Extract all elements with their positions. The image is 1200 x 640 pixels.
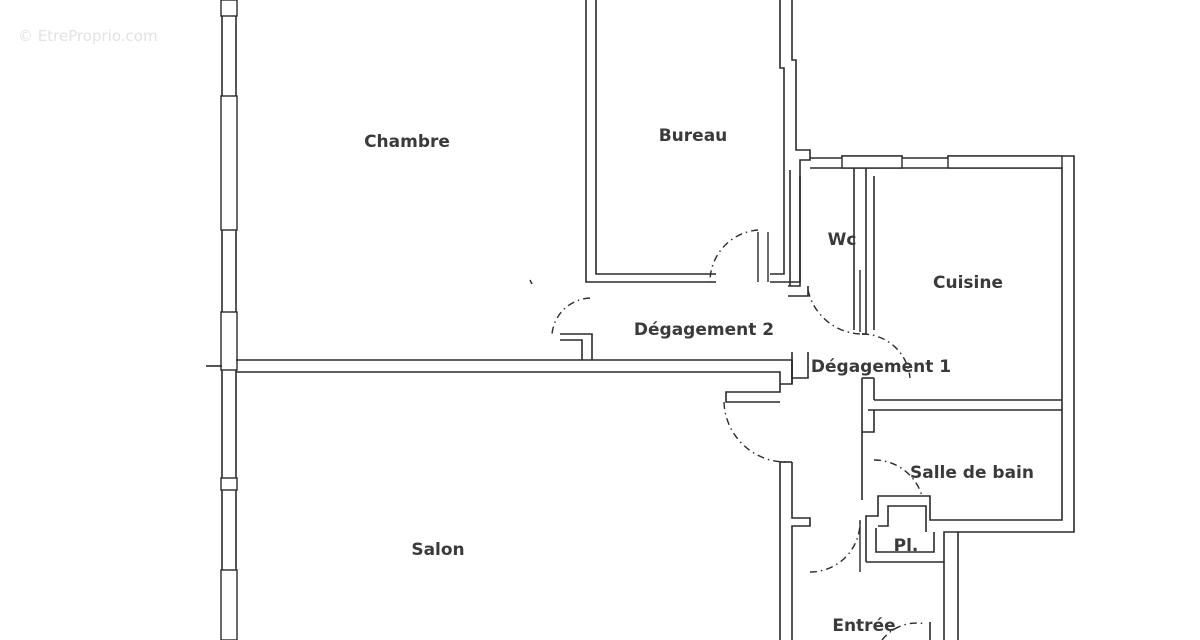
service-block-walls bbox=[788, 155, 1075, 640]
room-label-wc: Wc bbox=[828, 230, 857, 250]
room-label-degagement-2: Dégagement 2 bbox=[634, 320, 774, 340]
door-swing-icon bbox=[861, 333, 911, 379]
room-label-entree: Entrée bbox=[832, 616, 895, 636]
room-label-salle-de-bain: Salle de bain bbox=[910, 463, 1034, 483]
door-swing-icon bbox=[723, 401, 787, 463]
window-icon bbox=[220, 95, 238, 231]
room-label-degagement-1: Dégagement 1 bbox=[811, 357, 951, 377]
door-swing-icon bbox=[551, 297, 591, 335]
door-swings bbox=[529, 229, 927, 640]
room-label-bureau: Bureau bbox=[659, 126, 728, 146]
window-icon bbox=[220, 569, 238, 640]
window-icon bbox=[220, 311, 238, 371]
door-swing-icon bbox=[709, 229, 759, 283]
corridor-walls bbox=[560, 333, 931, 640]
door-swing-icon bbox=[809, 519, 861, 573]
room-label-cuisine: Cuisine bbox=[933, 273, 1003, 293]
window-icon bbox=[220, 477, 238, 491]
watermark: © EtreProprio.com bbox=[18, 27, 158, 45]
room-label-placard: Pl. bbox=[894, 536, 919, 556]
window-icon bbox=[841, 155, 903, 169]
door-swing-icon bbox=[807, 289, 863, 335]
window-icon bbox=[220, 0, 238, 17]
room-labels: Chambre Bureau Wc Cuisine Dégagement 2 D… bbox=[364, 126, 1034, 636]
room-label-salon: Salon bbox=[411, 540, 464, 560]
chambre-salon-wall bbox=[236, 359, 793, 385]
window-icon bbox=[947, 155, 1063, 169]
door-swing-icon bbox=[873, 459, 923, 497]
bureau-walls bbox=[585, 0, 811, 283]
room-label-chambre: Chambre bbox=[364, 132, 450, 152]
door-swing-icon bbox=[881, 622, 927, 640]
left-exterior-wall bbox=[206, 0, 238, 640]
